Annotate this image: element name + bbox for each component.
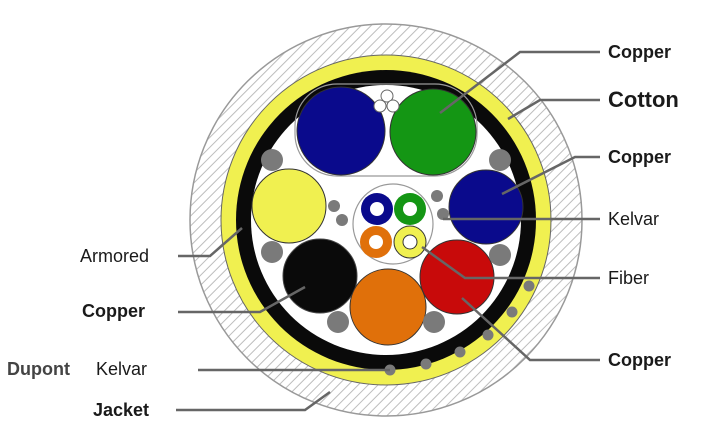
leader-lines xyxy=(176,50,600,412)
label-dupont: Dupont xyxy=(7,359,70,379)
conductor-yellow-left xyxy=(251,168,327,244)
label-jacket: Jacket xyxy=(93,400,150,420)
label-armored: Armored xyxy=(80,246,150,266)
label-copper-black: Copper xyxy=(82,301,145,321)
kelvar-dots xyxy=(384,280,535,376)
label-kelvar-center: Kelvar xyxy=(608,209,660,229)
fiber-core xyxy=(403,202,417,216)
conductor-blue-right xyxy=(448,169,524,245)
conductor-orange-bottom xyxy=(349,268,427,346)
fiber-core xyxy=(369,235,383,249)
small-white-fiber xyxy=(373,99,387,113)
conductor-blue-top-left xyxy=(296,86,386,176)
label-copper-red: Copper xyxy=(608,350,671,370)
conductor-green-top xyxy=(389,88,477,176)
label-kelvar-jacket: Kelvar xyxy=(96,359,148,379)
top-subunit-outline xyxy=(294,83,478,177)
fiber-core xyxy=(402,234,418,250)
fiber-core xyxy=(370,202,384,216)
label-cotton: Cotton xyxy=(608,87,679,112)
label-fiber: Fiber xyxy=(608,268,650,288)
label-copper-blue: Copper xyxy=(608,147,671,167)
small-white-fiber xyxy=(380,89,394,103)
conductor-black-left xyxy=(282,238,358,314)
filler-strands xyxy=(261,149,511,333)
label-copper-green: Copper xyxy=(608,42,671,62)
small-white-fiber xyxy=(386,99,400,113)
